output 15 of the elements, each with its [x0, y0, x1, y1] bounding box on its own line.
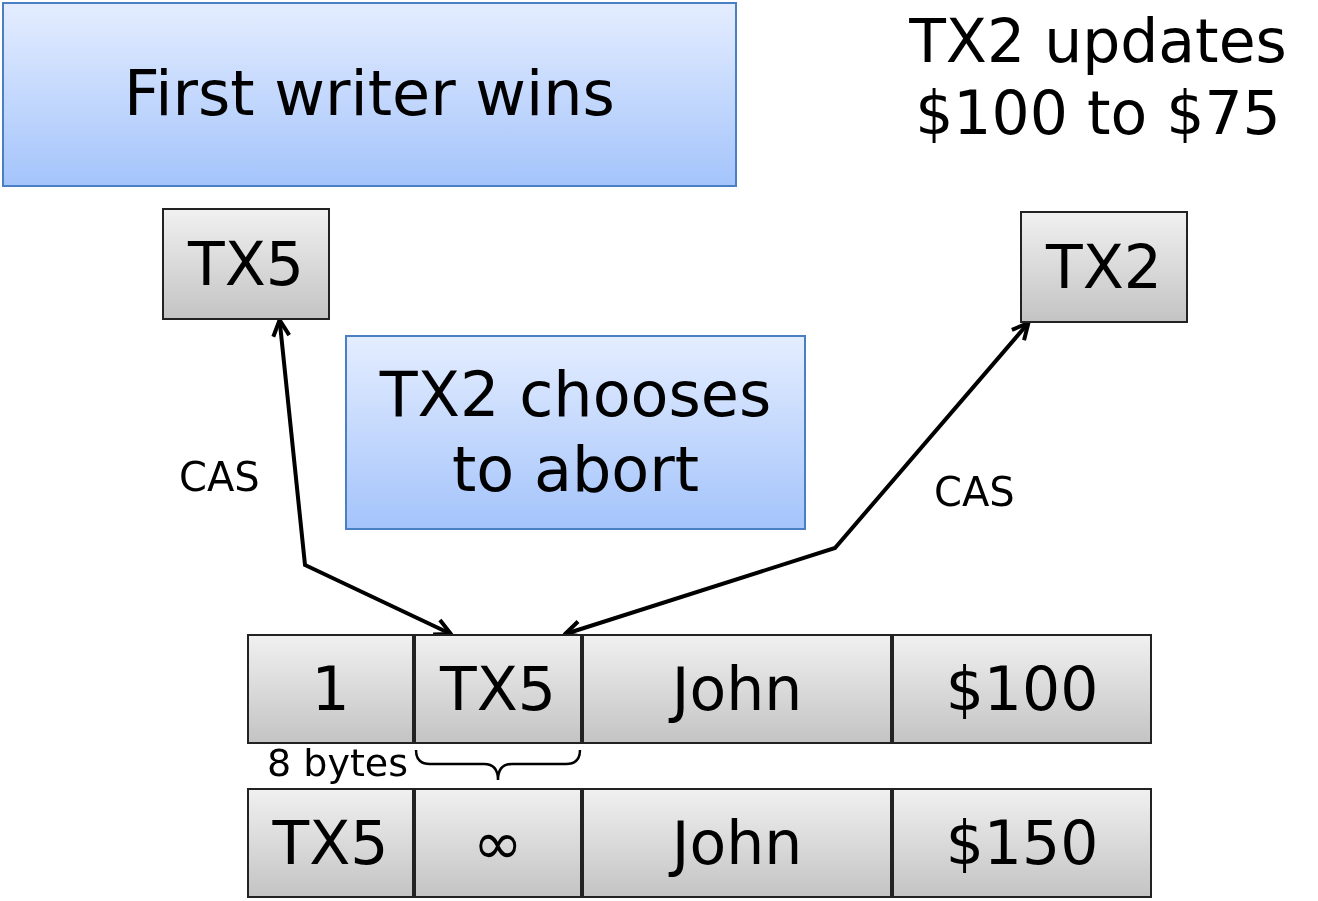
arrow: [271, 318, 453, 637]
table-cell: John: [582, 788, 892, 898]
transaction-box: TX5: [162, 208, 330, 320]
callout-box: TX2 chooses to abort: [345, 335, 806, 530]
transaction-box: TX2: [1020, 211, 1188, 323]
table-cell: 1: [247, 634, 414, 744]
table-cell: ∞: [414, 788, 582, 898]
node-caption: TX2 updates $100 to $75: [908, 5, 1288, 149]
table-cell: TX5: [414, 634, 582, 744]
banner-box: First writer wins: [2, 2, 737, 187]
table-cell: John: [582, 634, 892, 744]
table-cell: TX5: [247, 788, 414, 898]
table-cell: $150: [892, 788, 1152, 898]
size-label: 8 bytes: [266, 742, 408, 786]
table-cell: $100: [892, 634, 1152, 744]
